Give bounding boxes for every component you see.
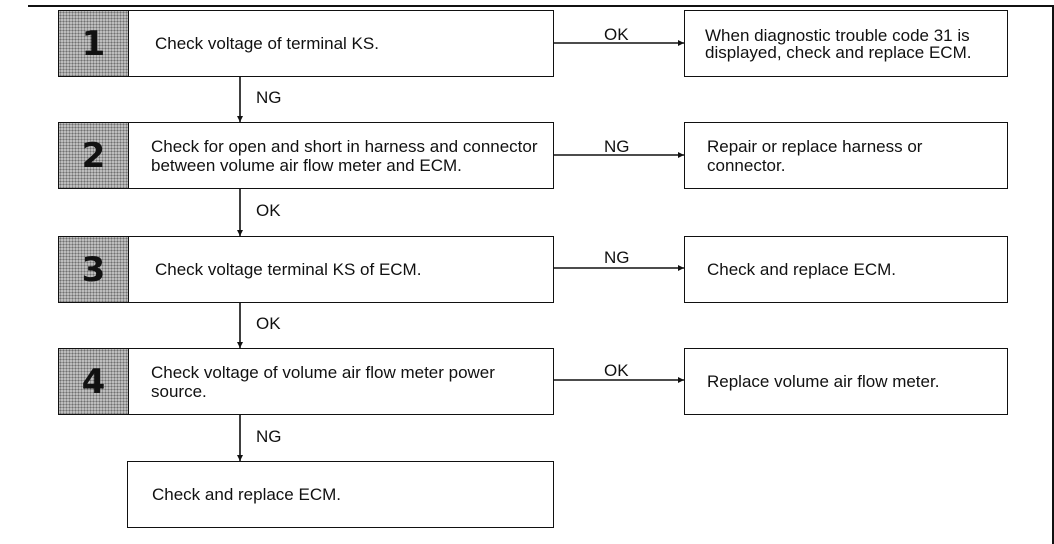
step-3-result-box: Check and replace ECM. — [684, 236, 1008, 303]
step-2-number: 2 — [81, 135, 106, 176]
step-1-result-box: When diagnostic trouble code 31 is displ… — [684, 10, 1008, 77]
step-3-number-badge: 3 — [59, 237, 129, 302]
step-4-number: 4 — [81, 361, 106, 402]
step-3-branch-label: NG — [604, 248, 630, 267]
step-4-result-box: Replace volume air flow meter. — [684, 348, 1008, 415]
step-3-text: Check voltage terminal KS of ECM. — [155, 260, 422, 279]
step-3-box: 3 Check voltage terminal KS of ECM. — [58, 236, 554, 303]
step-2-number-badge: 2 — [59, 123, 129, 188]
step-4-branch-label: OK — [604, 361, 629, 380]
step-2-result-box: Repair or replace harness or connector. — [684, 122, 1008, 189]
step-3-result-text: Check and replace ECM. — [707, 260, 896, 279]
final-text: Check and replace ECM. — [152, 485, 341, 504]
step-2-result-text: Repair or replace harness or connector. — [707, 136, 923, 175]
final-box: Check and replace ECM. — [127, 461, 554, 528]
step-4-number-badge: 4 — [59, 349, 129, 414]
top-border — [28, 5, 1054, 7]
step-4-down-label: NG — [256, 427, 282, 446]
step-2-branch-label: NG — [604, 137, 630, 156]
step-4-result-text: Replace volume air flow meter. — [707, 372, 940, 391]
step-1-result-text: When diagnostic trouble code 31 is displ… — [705, 25, 972, 62]
step-1-text: Check voltage of terminal KS. — [155, 34, 379, 53]
step-2-box: 2 Check for open and short in harness an… — [58, 122, 554, 189]
right-border — [1052, 5, 1054, 544]
step-2-text: Check for open and short in harness and … — [151, 136, 538, 175]
step-1-down-label: NG — [256, 88, 282, 107]
step-1-branch-label: OK — [604, 25, 629, 44]
step-3-down-label: OK — [256, 314, 281, 333]
step-1-box: 1 Check voltage of terminal KS. — [58, 10, 554, 77]
step-3-number: 3 — [81, 249, 106, 290]
step-4-text: Check voltage of volume air flow meter p… — [151, 362, 495, 401]
step-1-number: 1 — [81, 23, 106, 64]
step-1-number-badge: 1 — [59, 11, 129, 76]
step-2-down-label: OK — [256, 201, 281, 220]
step-4-box: 4 Check voltage of volume air flow meter… — [58, 348, 554, 415]
